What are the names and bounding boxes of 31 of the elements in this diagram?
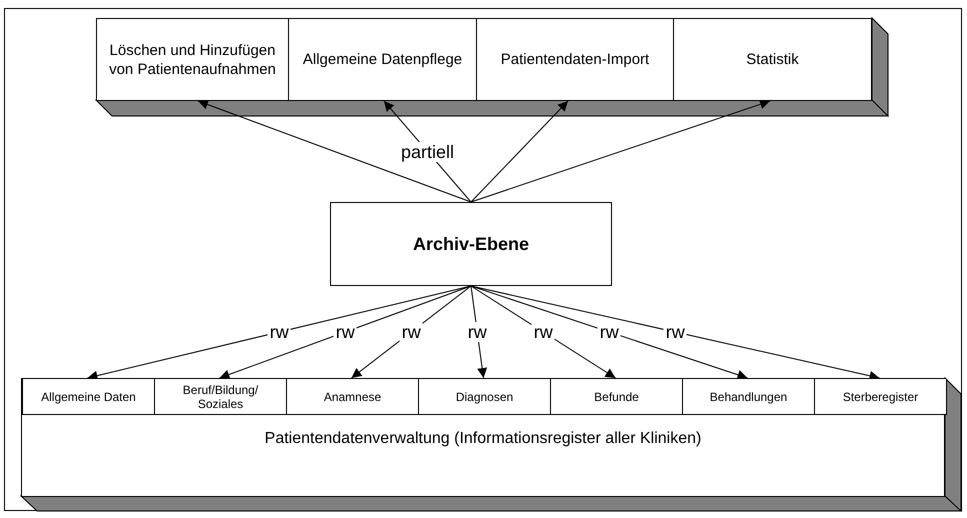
arrow — [351, 286, 472, 378]
register-cell — [814, 379, 947, 415]
node-text: Anamnese — [324, 390, 382, 404]
node-text: Sterberegister — [842, 390, 918, 404]
edge-label: rw — [400, 322, 423, 342]
module-box — [476, 18, 674, 101]
node-text: Allgemeine Daten — [41, 390, 136, 404]
arrow — [470, 286, 488, 378]
arrow — [470, 286, 616, 378]
edge-label: rw — [532, 322, 555, 342]
node-text: Allgemeine Datenpflege — [302, 50, 462, 69]
arrow — [198, 100, 472, 202]
node-text: Statistik — [746, 50, 799, 69]
arrow — [470, 99, 770, 202]
node-text: Patientendatenverwaltung (Informationsregister aller Kliniken) — [264, 429, 702, 449]
edge-label: rw — [466, 322, 489, 342]
archive-layer-box — [330, 202, 612, 286]
node-text: Archiv-Ebene — [412, 232, 530, 256]
arrow — [470, 286, 748, 380]
module-box — [288, 18, 477, 101]
node-text: Diagnosen — [456, 390, 514, 404]
node-text: Behandlungen — [710, 390, 788, 404]
node-text: Löschen und Hinzufügen von Patientenaufnahmen — [108, 40, 277, 78]
module-box — [673, 18, 872, 101]
node-text: Patientendaten-Import — [500, 50, 650, 69]
node-text: Beruf/Bildung/ Soziales — [182, 382, 260, 410]
register-cell — [22, 379, 155, 415]
arrow — [219, 286, 472, 380]
node-text: Befunde — [594, 390, 639, 404]
module-box — [96, 18, 289, 101]
arrow — [470, 100, 568, 202]
